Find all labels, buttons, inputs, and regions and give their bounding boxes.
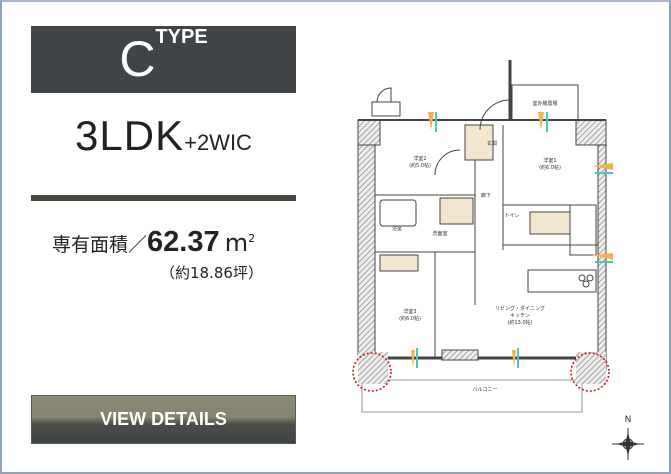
svg-text:室外機置場: 室外機置場 [532,100,557,107]
svg-text:洋室1: 洋室1 [543,157,556,164]
area-unit: m [224,229,249,257]
layout-extra: +2WIC [184,130,252,155]
svg-text:廊下: 廊下 [481,192,491,199]
type-letter: C [119,31,156,87]
ventilation-markers [411,112,613,368]
kitchen-counter [527,269,597,293]
svg-text:(約13.0帖): (約13.0帖) [507,319,532,326]
svg-text:バルコニー: バルコニー [473,387,498,393]
svg-text:(約6.0帖): (約6.0帖) [539,164,561,171]
svg-text:玄関: 玄関 [487,140,497,147]
area-label: 専有面積／ [52,234,148,256]
svg-text:洋室3: 洋室3 [403,308,416,315]
svg-text:トイレ: トイレ [504,213,519,219]
svg-text:N: N [625,415,632,425]
area-info: 専有面積／62.37 m2 [52,226,255,259]
area-value: 62.37 [147,226,220,258]
layout-title: 3LDK+2WIC [31,112,296,160]
svg-text:(約6.0帖): (約6.0帖) [399,315,421,322]
highlight-circle-right [570,352,610,392]
compass-icon: N [612,415,644,460]
area-unit-sup: 2 [248,232,256,245]
svg-text:洗面室: 洗面室 [432,230,447,237]
svg-text:浴室: 浴室 [392,225,402,232]
svg-text:(約5.0帖): (約5.0帖) [409,162,431,169]
area-tsubo: （約18.86坪） [160,264,263,282]
view-details-button[interactable]: VIEW DETAILS [31,395,296,444]
type-suffix: TYPE [155,26,208,48]
layout-main: 3LDK [75,112,185,159]
svg-text:洋室2: 洋室2 [413,155,426,162]
floor-plan: 洋室2 (約5.0帖) 洋室1 (約6.0帖) 玄関 廊下 室外機置場 浴室 洗… [352,60,644,460]
meter-box [371,101,401,117]
svg-text:キッチン: キッチン [510,313,530,319]
divider [31,195,296,201]
svg-text:リビング・ダイニング: リビング・ダイニング [495,305,545,312]
highlight-circle-left [352,352,392,392]
type-badge: CTYPE [31,26,296,93]
